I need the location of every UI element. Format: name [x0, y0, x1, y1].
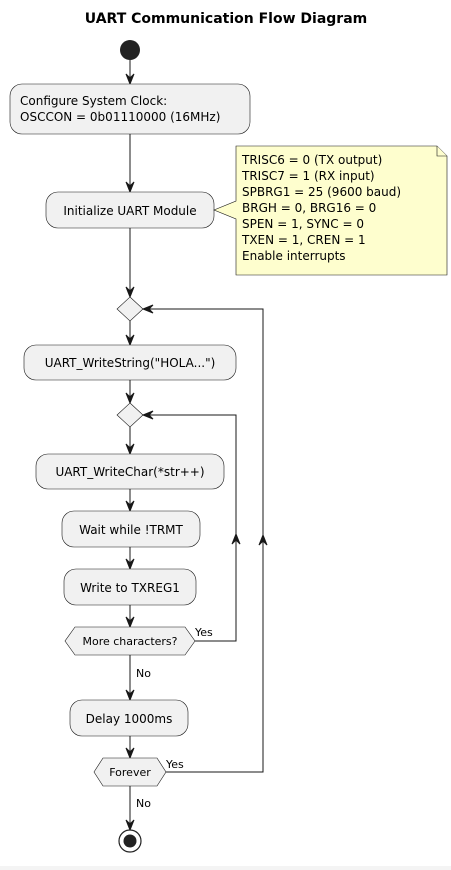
outer-loop-merge	[116, 296, 144, 322]
more-characters-no: No	[136, 667, 151, 680]
note-line-4: BRGH = 0, BRG16 = 0	[242, 201, 376, 215]
action-init-uart: Initialize UART Module	[45, 191, 215, 229]
write-txreg-label: Write to TXREG1	[80, 581, 180, 595]
action-write-string: UART_WriteString("HOLA...")	[23, 344, 237, 381]
note-line-3: SPBRG1 = 25 (9600 baud)	[242, 185, 401, 199]
arrowhead	[125, 392, 135, 405]
forever-label: Forever	[109, 766, 151, 779]
more-characters-label: More characters?	[82, 635, 177, 648]
action-write-char: UART_WriteChar(*str++)	[35, 453, 225, 490]
action-wait-trmt: Wait while !TRMT	[61, 510, 201, 548]
decision-forever: Forever	[93, 757, 167, 787]
write-char-label: UART_WriteChar(*str++)	[55, 465, 204, 479]
arrowhead	[141, 410, 154, 420]
note-line-6: TXEN = 1, CREN = 1	[241, 233, 366, 247]
configure-clock-line2: OSCCON = 0b01110000 (16MHz)	[20, 110, 220, 124]
arrowhead	[125, 616, 135, 629]
end-node	[118, 829, 142, 853]
arrowhead	[258, 533, 268, 546]
wait-trmt-label: Wait while !TRMT	[79, 523, 183, 537]
forever-yes: Yes	[165, 758, 184, 771]
edge-more-yes-loop	[143, 414, 237, 642]
action-delay: Delay 1000ms	[69, 699, 189, 737]
delay-label: Delay 1000ms	[86, 712, 173, 726]
diagram-title: UART Communication Flow Diagram	[85, 11, 367, 27]
arrowhead	[125, 558, 135, 571]
arrowhead	[125, 500, 135, 513]
forever-no: No	[136, 797, 151, 810]
arrowhead	[125, 73, 135, 86]
arrowhead	[125, 334, 135, 347]
arrowhead	[125, 443, 135, 456]
more-characters-yes: Yes	[194, 626, 213, 639]
write-string-label: UART_WriteString("HOLA...")	[45, 356, 216, 370]
arrowhead	[125, 747, 135, 760]
config-note: TRISC6 = 0 (TX output) TRISC7 = 1 (RX in…	[213, 145, 448, 276]
decision-more-characters: More characters?	[64, 626, 196, 656]
arrowhead	[125, 689, 135, 702]
arrowhead	[125, 819, 135, 832]
configure-clock-line1: Configure System Clock:	[20, 94, 167, 108]
bottom-bar	[0, 866, 451, 870]
action-write-txreg: Write to TXREG1	[63, 568, 197, 606]
note-line-2: TRISC7 = 1 (RX input)	[241, 169, 375, 183]
action-configure-clock: Configure System Clock: OSCCON = 0b01110…	[9, 83, 251, 135]
arrowhead	[125, 286, 135, 299]
start-node	[120, 40, 140, 60]
note-line-7: Enable interrupts	[242, 249, 346, 263]
init-uart-label: Initialize UART Module	[63, 204, 196, 218]
arrowhead	[231, 532, 241, 545]
note-line-5: SPEN = 1, SYNC = 0	[242, 217, 364, 231]
inner-loop-merge	[116, 402, 144, 428]
arrowhead	[141, 304, 154, 314]
arrowhead	[125, 181, 135, 194]
note-line-1: TRISC6 = 0 (TX output)	[241, 153, 382, 167]
